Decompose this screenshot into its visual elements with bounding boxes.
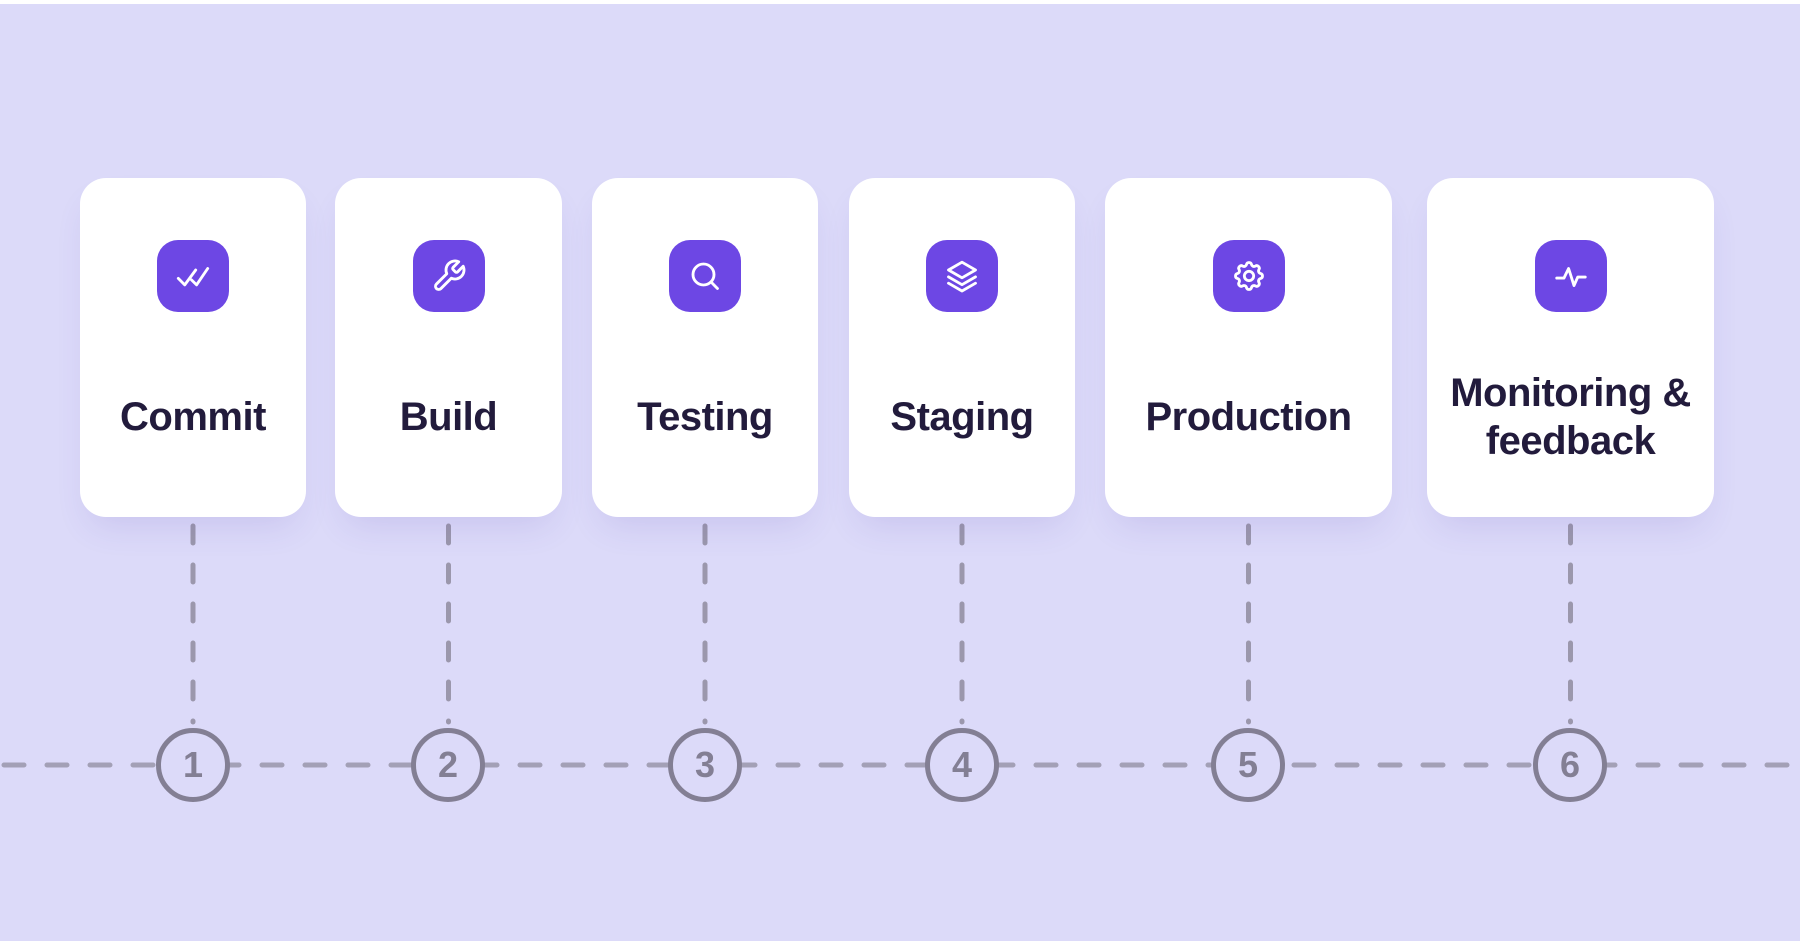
top-edge-strip: [0, 0, 1800, 4]
gear-icon: [1212, 240, 1285, 312]
stage-label: Production: [1145, 394, 1352, 439]
step-number: 4: [951, 744, 973, 785]
step-marker-4: 4: [925, 728, 999, 802]
wrench-icon: [412, 240, 485, 312]
step-number: 2: [437, 744, 459, 785]
stage-label: Build: [399, 394, 498, 439]
step-marker-3: 3: [668, 728, 742, 802]
stage-card-build: Build: [335, 178, 562, 517]
stage-label: Monitoring & feedback: [1450, 371, 1691, 463]
search-icon: [669, 240, 741, 312]
step-marker-6: 6: [1533, 728, 1607, 802]
step-number: 6: [1559, 744, 1581, 785]
bottom-edge-strip: [0, 941, 1800, 945]
stage-label: Testing: [637, 394, 773, 439]
stage-card-staging: Staging: [849, 178, 1075, 517]
stage-label: Commit: [120, 394, 266, 439]
step-number: 3: [694, 744, 716, 785]
pulse-icon: [1534, 240, 1607, 312]
layers-icon: [926, 240, 998, 312]
stage-card-production: Production: [1105, 178, 1392, 517]
step-marker-1: 1: [156, 728, 230, 802]
stage-card-monitoring: Monitoring & feedback: [1427, 178, 1714, 517]
stage-label: Staging: [890, 394, 1034, 439]
step-marker-5: 5: [1211, 728, 1285, 802]
step-number: 1: [182, 744, 204, 785]
step-number: 5: [1237, 744, 1259, 785]
stage-card-testing: Testing: [592, 178, 818, 517]
double-check-icon: [157, 240, 229, 312]
stage-card-commit: Commit: [80, 178, 306, 517]
step-marker-2: 2: [411, 728, 485, 802]
